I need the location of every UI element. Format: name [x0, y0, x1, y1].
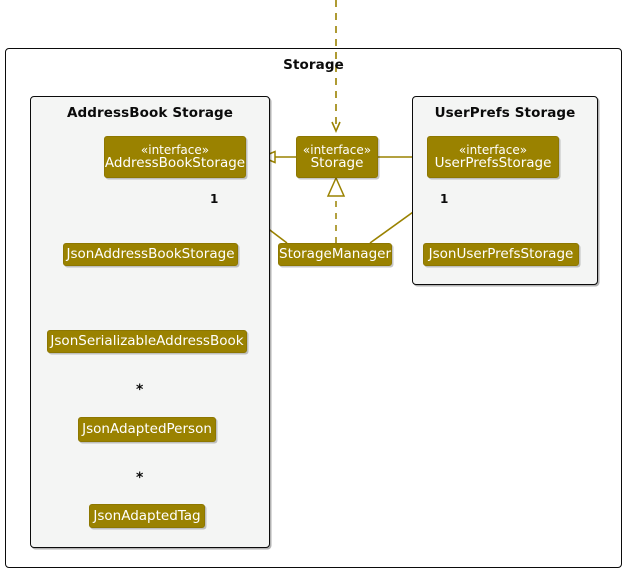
class-storage[interactable]: «interface» Storage — [296, 136, 378, 178]
class-jsonuserprefsstorage[interactable]: JsonUserPrefsStorage — [423, 243, 579, 266]
class-storage-stereotype: «interface» — [302, 142, 372, 157]
class-userprefsstorage-name: UserPrefsStorage — [434, 155, 552, 172]
class-jsonserializableaddressbook[interactable]: JsonSerializableAddressBook — [47, 330, 247, 353]
package-userprefs-storage-title: UserPrefs Storage — [434, 105, 576, 121]
class-userprefsstorage[interactable]: «interface» UserPrefsStorage — [427, 136, 559, 178]
class-addressbookstorage[interactable]: «interface» AddressBookStorage — [104, 136, 246, 178]
class-storage-name: Storage — [310, 155, 364, 172]
class-storagemanager-name: StorageManager — [279, 246, 391, 263]
class-jsonadaptedtag[interactable]: JsonAdaptedTag — [89, 504, 205, 528]
multiplicity-storagemanager-userprefsstorage: 1 — [440, 192, 449, 206]
class-storagemanager[interactable]: StorageManager — [278, 243, 392, 266]
class-jsonserializableaddressbook-name: JsonSerializableAddressBook — [50, 333, 244, 350]
multiplicity-jsonserializable-jsonadaptedperson: * — [136, 382, 144, 398]
class-addressbookstorage-stereotype: «interface» — [140, 142, 210, 157]
class-userprefsstorage-stereotype: «interface» — [458, 142, 528, 157]
package-storage: Storage — [5, 48, 622, 568]
class-jsonadaptedperson-name: JsonAdaptedPerson — [82, 421, 212, 438]
class-jsonadaptedtag-name: JsonAdaptedTag — [93, 507, 201, 524]
multiplicity-jsonadaptedperson-jsonadaptedtag: * — [136, 470, 144, 486]
package-storage-title: Storage — [283, 57, 344, 73]
package-addressbook-storage-title: AddressBook Storage — [66, 105, 234, 121]
multiplicity-storagemanager-addressbookstorage: 1 — [210, 192, 219, 206]
class-jsonadaptedperson[interactable]: JsonAdaptedPerson — [78, 417, 216, 442]
class-jsonaddressbookstorage[interactable]: JsonAddressBookStorage — [63, 243, 238, 266]
class-addressbookstorage-name: AddressBookStorage — [104, 155, 246, 172]
class-jsonuserprefsstorage-name: JsonUserPrefsStorage — [428, 246, 574, 263]
class-jsonaddressbookstorage-name: JsonAddressBookStorage — [66, 246, 235, 263]
